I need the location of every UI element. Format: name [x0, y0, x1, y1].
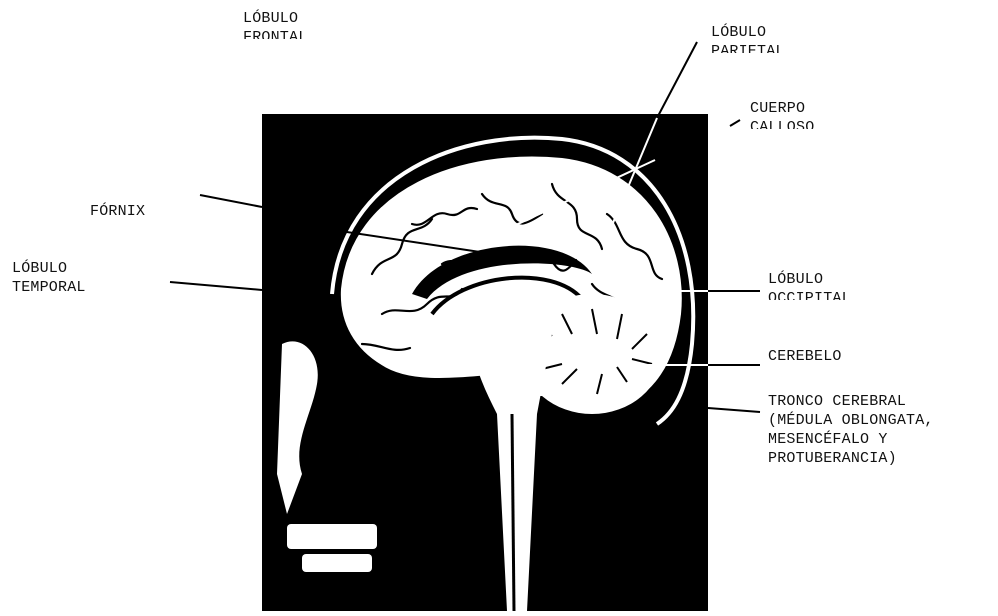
- line-temporal: [170, 282, 262, 290]
- label-fornix: FÓRNIX: [90, 202, 145, 221]
- label-brainstem: TRONCO CEREBRAL (MÉDULA OBLONGATA, MESEN…: [768, 392, 934, 468]
- label-occipital-lobe: LÓBULO OCCIPITAL: [768, 270, 851, 300]
- line-brainstem: [708, 408, 760, 412]
- label-corpus-callosum: CUERPO CALLOSO: [750, 99, 814, 129]
- label-cerebellum: CEREBELO: [768, 347, 842, 366]
- label-parietal-lobe: LÓBULO PARIETAL: [711, 23, 785, 53]
- label-frontal-lobe: LÓBULO FRONTAL: [243, 9, 307, 39]
- line-fornix-in: [300, 225, 500, 255]
- label-temporal-lobe: LÓBULO TEMPORAL: [12, 259, 86, 297]
- line-fornix: [200, 195, 262, 207]
- line-callosum: [730, 120, 740, 126]
- line-parietal: [657, 42, 697, 118]
